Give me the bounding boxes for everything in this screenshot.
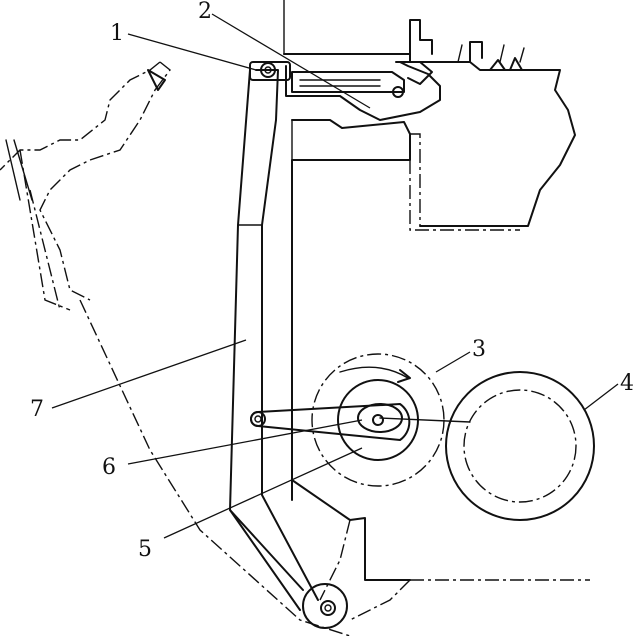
label-6: 6 — [102, 455, 116, 480]
label-1: 1 — [110, 21, 124, 46]
label-4: 4 — [620, 371, 634, 396]
label-3: 3 — [472, 337, 486, 362]
base-frame — [291, 469, 590, 621]
left-linkage — [0, 61, 351, 636]
wheel-3 — [311, 353, 445, 487]
label-5: 5 — [138, 537, 152, 562]
leader-lines — [51, 13, 619, 539]
label-7: 7 — [30, 397, 44, 422]
link-6 — [250, 403, 471, 441]
wheel-4 — [445, 371, 595, 521]
machine-body-top — [283, 0, 576, 501]
label-2: 2 — [198, 0, 212, 24]
arm-7 — [229, 61, 348, 629]
